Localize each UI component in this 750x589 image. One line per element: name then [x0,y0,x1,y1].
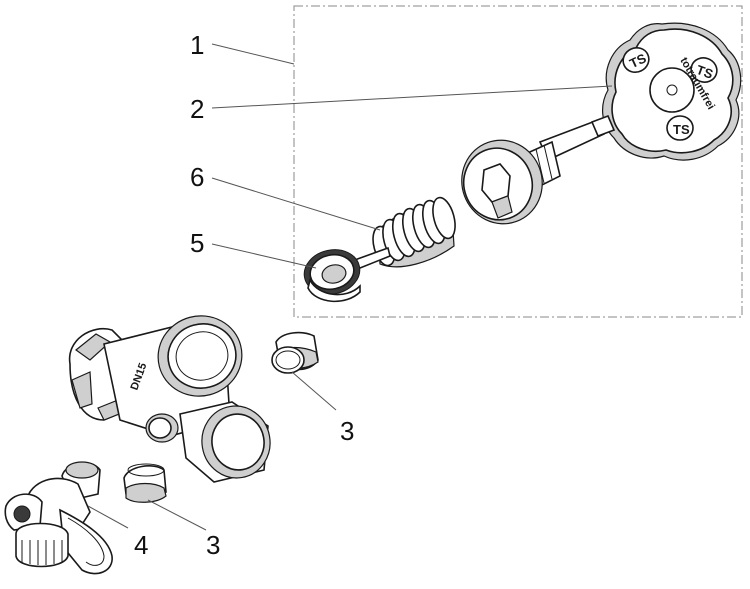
callout-2: 2 [190,94,204,124]
svg-text:TS: TS [694,62,715,82]
callout-5: 5 [190,228,204,258]
valve-body: DN15 [68,315,271,483]
callout-1: 1 [190,30,204,60]
leader-3b [147,499,207,531]
svg-text:TS: TS [627,50,649,71]
valve-disc [303,246,391,303]
assembly-frame [293,5,743,318]
spindle-bonnet [461,114,616,225]
svg-text:TS: TS [673,122,690,137]
leader-1 [211,43,295,65]
plug-upper [271,331,319,374]
handwheel: TS TS TS totraumfrei [602,22,742,161]
callout-6: 6 [190,162,204,192]
callout-3-lower: 3 [206,530,220,560]
callout-4: 4 [134,530,148,560]
leader-5 [211,243,317,269]
leader-3a [291,371,337,411]
leader-2 [211,85,613,109]
plug-lower [123,463,167,503]
drain-ball-valve [4,461,113,575]
leader-4 [87,505,129,529]
leader-6 [211,177,381,231]
callout-3-upper: 3 [340,416,354,446]
